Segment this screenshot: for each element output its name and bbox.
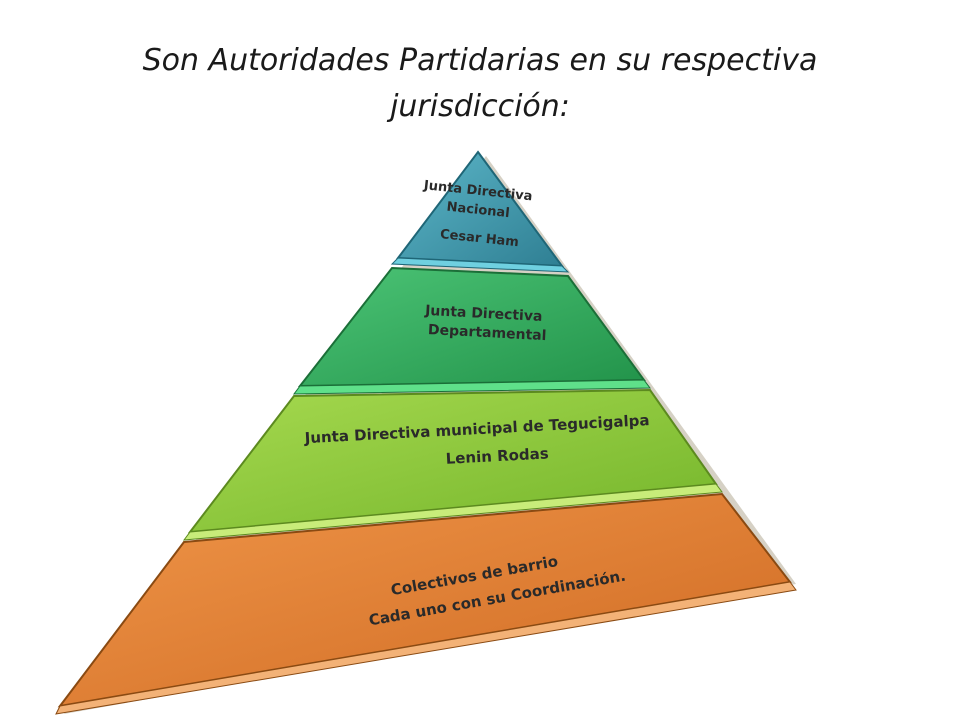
tier-barrio-band	[55, 581, 797, 715]
tier-nacional: Junta Directiva Nacional Cesar Ham	[390, 150, 570, 273]
svg-text:Junta Directiva Departam: Junta Directiva Departamental	[423, 303, 548, 344]
slide-title: Son Autoridades Partidarias en su respec…	[0, 38, 960, 130]
tier-nacional-line-2: Nacional	[446, 200, 510, 222]
title-line-1: Son Autoridades Partidarias en su respec…	[142, 43, 818, 78]
tier-barrio: Colectivos de barrio Cada uno con su Coo…	[55, 492, 797, 715]
tier-departamental-band	[292, 379, 651, 395]
tier-municipal: Junta Directiva municipal de Tegucigalpa…	[182, 388, 723, 541]
tier-departamental-line-1: Junta Directiva	[424, 303, 543, 325]
tier-departamental-line-2: Departamental	[428, 322, 547, 344]
tier-departamental: Junta Directiva Departamental	[292, 266, 651, 395]
tier-nacional-band	[390, 257, 570, 273]
tier-barrio-shape	[57, 492, 792, 708]
title-line-2: jurisdicción:	[390, 89, 570, 124]
tier-municipal-line-2: Lenin Rodas	[445, 444, 549, 467]
tier-municipal-band	[182, 483, 723, 541]
